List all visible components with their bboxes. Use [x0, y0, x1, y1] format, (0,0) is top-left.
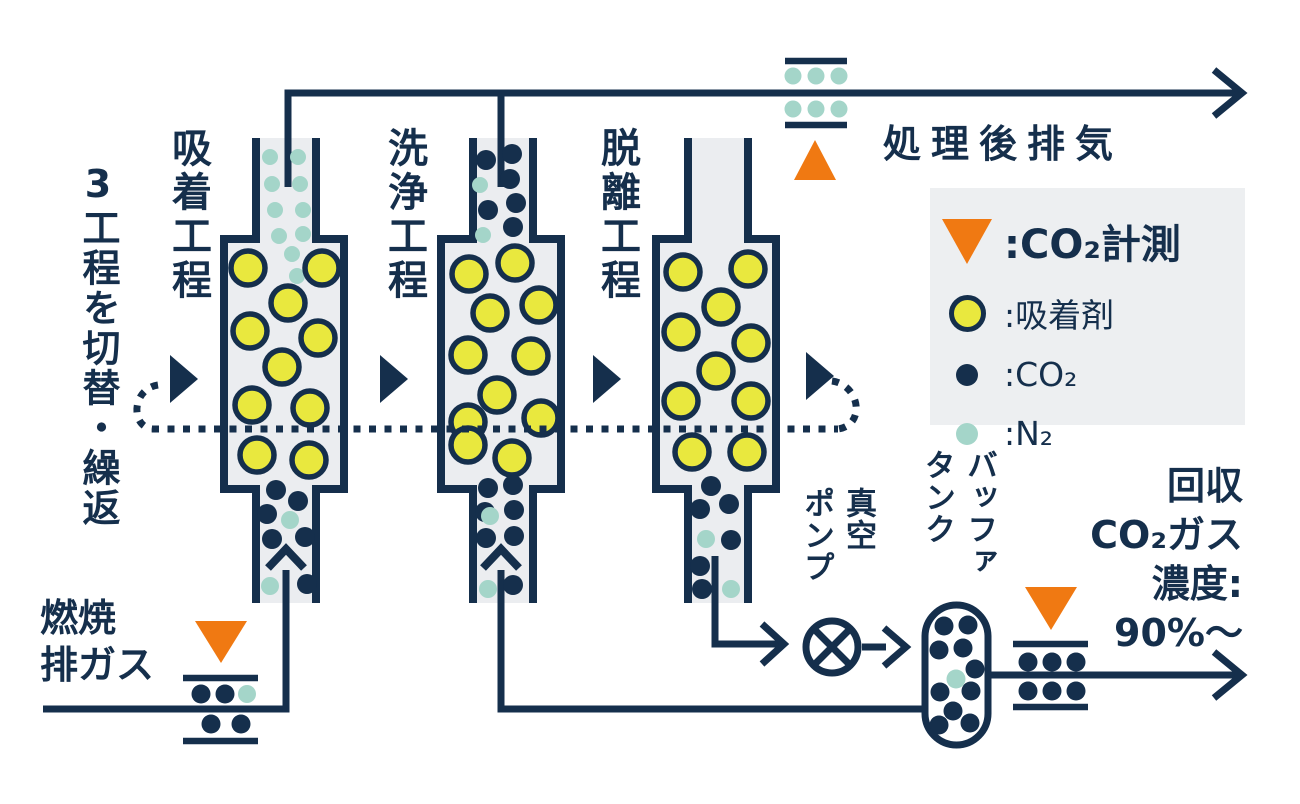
stage-arrow-4-icon [806, 352, 834, 400]
sensor-triangle-down-icon [1025, 587, 1077, 630]
desorption-column-contents [661, 249, 771, 599]
process-label-desorption: 脱離工程 [594, 127, 640, 303]
right-arrow-head [759, 621, 790, 667]
washing-column-contents [448, 144, 561, 598]
stage-arrow-1-icon [170, 355, 198, 403]
legend-row-co2-sensor: :CO₂計測 [930, 212, 1245, 270]
vacuum-pump-label: 真空 ポンプ [798, 487, 876, 583]
legend-label: :CO₂計測 [1004, 222, 1181, 268]
sensor-triangle-down-icon [195, 621, 247, 663]
top-exhaust-pipe [284, 67, 1248, 187]
legend-label: :N₂ [1004, 414, 1054, 453]
process-label-adsorption: 吸着工程 [165, 127, 211, 303]
legend-row-co2: :CO₂ [930, 355, 1245, 394]
n2-dot-icon [930, 422, 1004, 445]
legend-box: :CO₂計測 :吸着剤 :CO₂ :N₂ [930, 188, 1245, 453]
legend-row-adsorbent: :吸着剤 [930, 289, 1245, 337]
loop-left-arc [133, 381, 159, 433]
treated-exhaust-label: 処理後排気 [883, 122, 1124, 166]
flue-gas-label: 燃焼 排ガス [40, 596, 155, 687]
vacuum-pump-icon [802, 617, 862, 677]
up-arrow-icon [480, 543, 522, 571]
sensor-triangle-up-icon [794, 140, 836, 180]
top-arrow-head [1211, 67, 1248, 119]
stage-arrow-2-icon [380, 355, 408, 403]
legend-label: :CO₂ [1004, 355, 1078, 394]
buffer-tank-label: バッファ タンク [919, 449, 997, 577]
feed-co2-sensor [183, 621, 258, 745]
adsorbent-circle-icon [930, 294, 1004, 332]
recycle-loop [133, 352, 860, 433]
recovered-co2-label: 回収 CO₂ガス 濃度: 90%〜 [1090, 464, 1243, 655]
output-arrow-head [1211, 649, 1248, 701]
co2-dot-icon [930, 363, 1004, 386]
pump-to-tank-arrow [862, 625, 912, 669]
top-co2-sensor [784, 57, 848, 180]
left-note-label: 3工程を切替・繰返 [76, 162, 120, 528]
legend-row-n2: :N₂ [930, 414, 1245, 453]
recovered-gas-pipe [988, 649, 1248, 701]
wash-column-bottom-pipe [480, 543, 926, 713]
loop-right-arc [831, 377, 860, 433]
co2-sensor-triangle-icon [930, 218, 1004, 264]
buffer-tank-icon [921, 601, 992, 749]
output-co2-sensor [1013, 587, 1088, 711]
desorb-column-outlet [711, 556, 790, 667]
legend-label: :吸着剤 [1004, 296, 1115, 335]
up-arrow-icon [265, 543, 307, 571]
vessel-walls [220, 138, 780, 603]
stage-arrow-3-icon [593, 355, 621, 403]
feed-pipe [43, 543, 307, 713]
process-label-washing: 洗浄工程 [381, 127, 427, 303]
adsorption-column-contents [228, 149, 342, 595]
